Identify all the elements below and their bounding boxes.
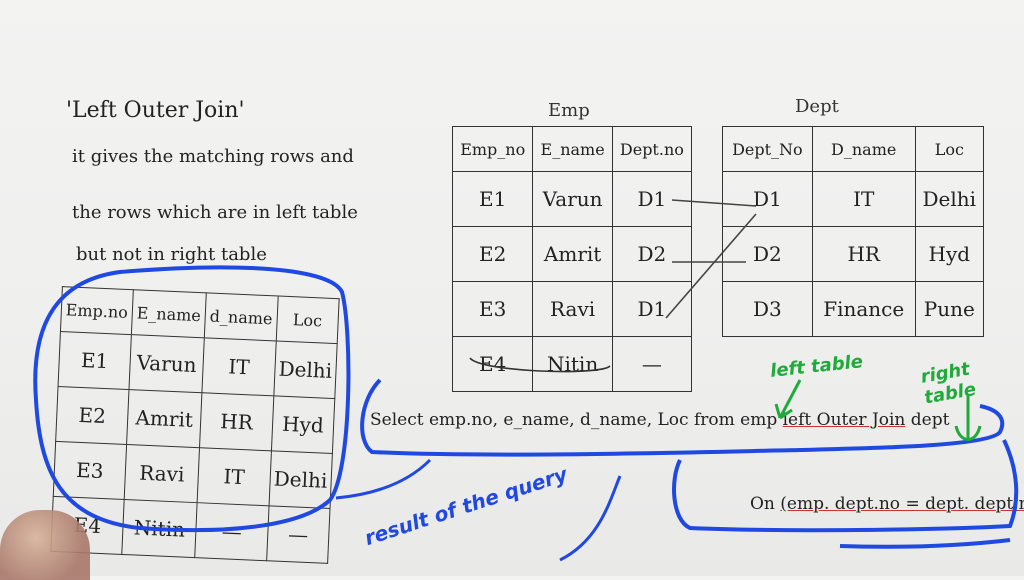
query-box-stroke bbox=[360, 378, 1005, 457]
dept-cell: Pune bbox=[914, 281, 985, 337]
emp-header-deptno: Dept.no bbox=[611, 126, 693, 172]
emp-cell: Nitin bbox=[532, 336, 613, 392]
dept-table-header-row: Dept_No D_name Loc bbox=[722, 126, 985, 172]
dept-header-loc: Loc bbox=[914, 126, 985, 172]
dept-cell: Delhi bbox=[914, 171, 985, 227]
emp-cell: Ravi bbox=[532, 281, 613, 337]
emp-cell: E1 bbox=[451, 171, 534, 227]
dept-table-caption: Dept bbox=[795, 96, 839, 117]
sql-on-clause: On (emp. dept.no = dept. dept.no) bbox=[750, 494, 1024, 514]
dept-cell: HR bbox=[811, 226, 916, 282]
emp-table-caption: Emp bbox=[548, 100, 590, 121]
notes-line-1: it gives the matching rows and bbox=[72, 146, 354, 167]
join-arrow-d1 bbox=[671, 199, 757, 207]
notes-line-3: but not in right table bbox=[76, 244, 267, 265]
emp-table-header-row: Emp_no E_name Dept.no bbox=[451, 126, 693, 172]
query-join-part: left Outer Join bbox=[782, 410, 906, 430]
emp-cell: Varun bbox=[532, 171, 613, 227]
table-row: D2 HR Hyd bbox=[722, 226, 985, 282]
left-table-arrow bbox=[774, 379, 802, 420]
dept-cell: Finance bbox=[811, 281, 916, 337]
join-arrow-d1b bbox=[665, 213, 757, 319]
query-on-box-stroke bbox=[672, 439, 1019, 533]
dept-cell: D1 bbox=[722, 171, 813, 227]
query-table-part: dept bbox=[910, 410, 950, 430]
dept-header-deptno: Dept_No bbox=[722, 126, 813, 172]
query-pointer-stroke bbox=[559, 475, 622, 562]
query-underline-stroke bbox=[839, 538, 1011, 549]
emp-cell: D1 bbox=[611, 171, 693, 227]
emp-bracket-stroke bbox=[469, 357, 611, 373]
notes-title: 'Left Outer Join' bbox=[66, 98, 245, 123]
right-table-arrow bbox=[954, 394, 982, 441]
table-row: D3 Finance Pune bbox=[722, 281, 985, 337]
emp-cell: D1 bbox=[611, 281, 693, 337]
table-row: E4 Nitin — bbox=[451, 336, 693, 392]
query-on-label: On bbox=[750, 494, 775, 514]
emp-header-empno: Emp_no bbox=[451, 126, 534, 172]
notes-line-2: the rows which are in left table bbox=[72, 202, 358, 223]
dept-table: Dept_No D_name Loc D1 IT Delhi D2 HR Hyd… bbox=[722, 126, 985, 337]
dept-header-dname: D_name bbox=[811, 126, 916, 172]
table-row: E1 Varun D1 bbox=[451, 171, 693, 227]
emp-cell: — bbox=[611, 336, 693, 392]
dept-cell: Hyd bbox=[914, 226, 985, 282]
emp-cell: E4 bbox=[451, 336, 534, 392]
presenter-hand bbox=[0, 510, 90, 580]
emp-table: Emp_no E_name Dept.no E1 Varun D1 E2 Amr… bbox=[451, 126, 693, 392]
result-loop-stroke bbox=[33, 265, 351, 533]
dept-cell: D3 bbox=[722, 281, 813, 337]
result-pointer-stroke bbox=[335, 458, 432, 500]
query-on-condition: (emp. dept.no = dept. dept.no) bbox=[780, 494, 1024, 514]
table-row: E3 Ravi D1 bbox=[451, 281, 693, 337]
sql-query-line: Select emp.no, e_name, d_name, Loc from … bbox=[370, 410, 949, 430]
emp-cell: D2 bbox=[611, 226, 693, 282]
emp-cell: Amrit bbox=[532, 226, 613, 282]
query-select-part: Select emp.no, e_name, d_name, Loc from … bbox=[370, 410, 778, 430]
